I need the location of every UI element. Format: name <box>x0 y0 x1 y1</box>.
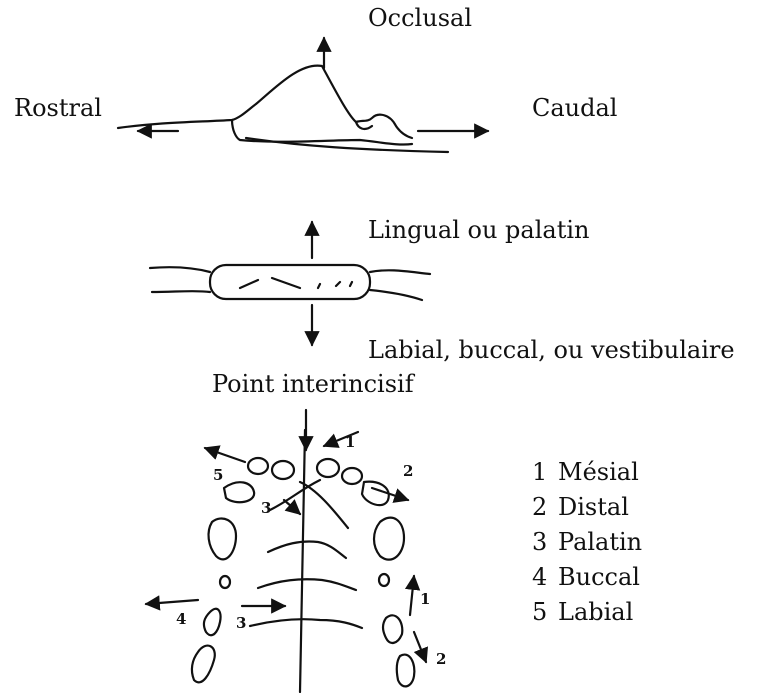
arrow-number-5: 5 <box>213 466 223 484</box>
legend-item-palatin: 3 Palatin <box>532 525 642 560</box>
legend-label: Mésial <box>558 455 639 490</box>
legend-number: 2 <box>532 490 546 525</box>
arrow-1-mesial-side <box>410 576 414 615</box>
legend-item-mesial: 1 Mésial <box>532 455 642 490</box>
arrow-2-distal-side <box>414 632 426 662</box>
palate-view <box>192 430 414 692</box>
occlusal-view-tooth <box>150 265 430 300</box>
label-occlusal: Occlusal <box>368 6 472 30</box>
legend-item-labial: 5 Labial <box>532 595 642 630</box>
side-view-tooth <box>118 66 448 152</box>
arrow-5-labial <box>205 448 245 462</box>
legend-label: Labial <box>558 595 633 630</box>
arrow-number-2-front: 2 <box>403 462 413 480</box>
legend-label: Buccal <box>558 560 640 595</box>
legend-item-distal: 2 Distal <box>532 490 642 525</box>
arrow-number-3-side: 3 <box>236 614 246 632</box>
arrow-number-2-side: 2 <box>436 650 446 668</box>
legend-label: Palatin <box>558 525 642 560</box>
arrow-number-1-side: 1 <box>420 590 430 608</box>
legend-item-buccal: 4 Buccal <box>532 560 642 595</box>
label-caudal: Caudal <box>532 96 617 120</box>
direction-legend: 1 Mésial 2 Distal 3 Palatin 4 Buccal 5 L… <box>532 455 642 630</box>
arrow-number-3-front: 3 <box>261 499 271 517</box>
arrow-4-buccal <box>146 600 198 604</box>
legend-label: Distal <box>558 490 629 525</box>
arrow-number-1-front: 1 <box>345 433 355 451</box>
label-point-interincisif: Point interincisif <box>212 372 414 396</box>
arrow-3-palatin-front <box>284 500 300 514</box>
label-labial-buccal-vestibulaire: Labial, buccal, ou vestibulaire <box>368 338 735 362</box>
legend-number: 5 <box>532 595 546 630</box>
label-rostral: Rostral <box>14 96 102 120</box>
legend-number: 4 <box>532 560 546 595</box>
arrow-number-4: 4 <box>176 610 186 628</box>
arrow-2-distal-front <box>372 488 408 500</box>
legend-number: 3 <box>532 525 546 560</box>
label-lingual-palatin: Lingual ou palatin <box>368 218 589 242</box>
legend-number: 1 <box>532 455 546 490</box>
